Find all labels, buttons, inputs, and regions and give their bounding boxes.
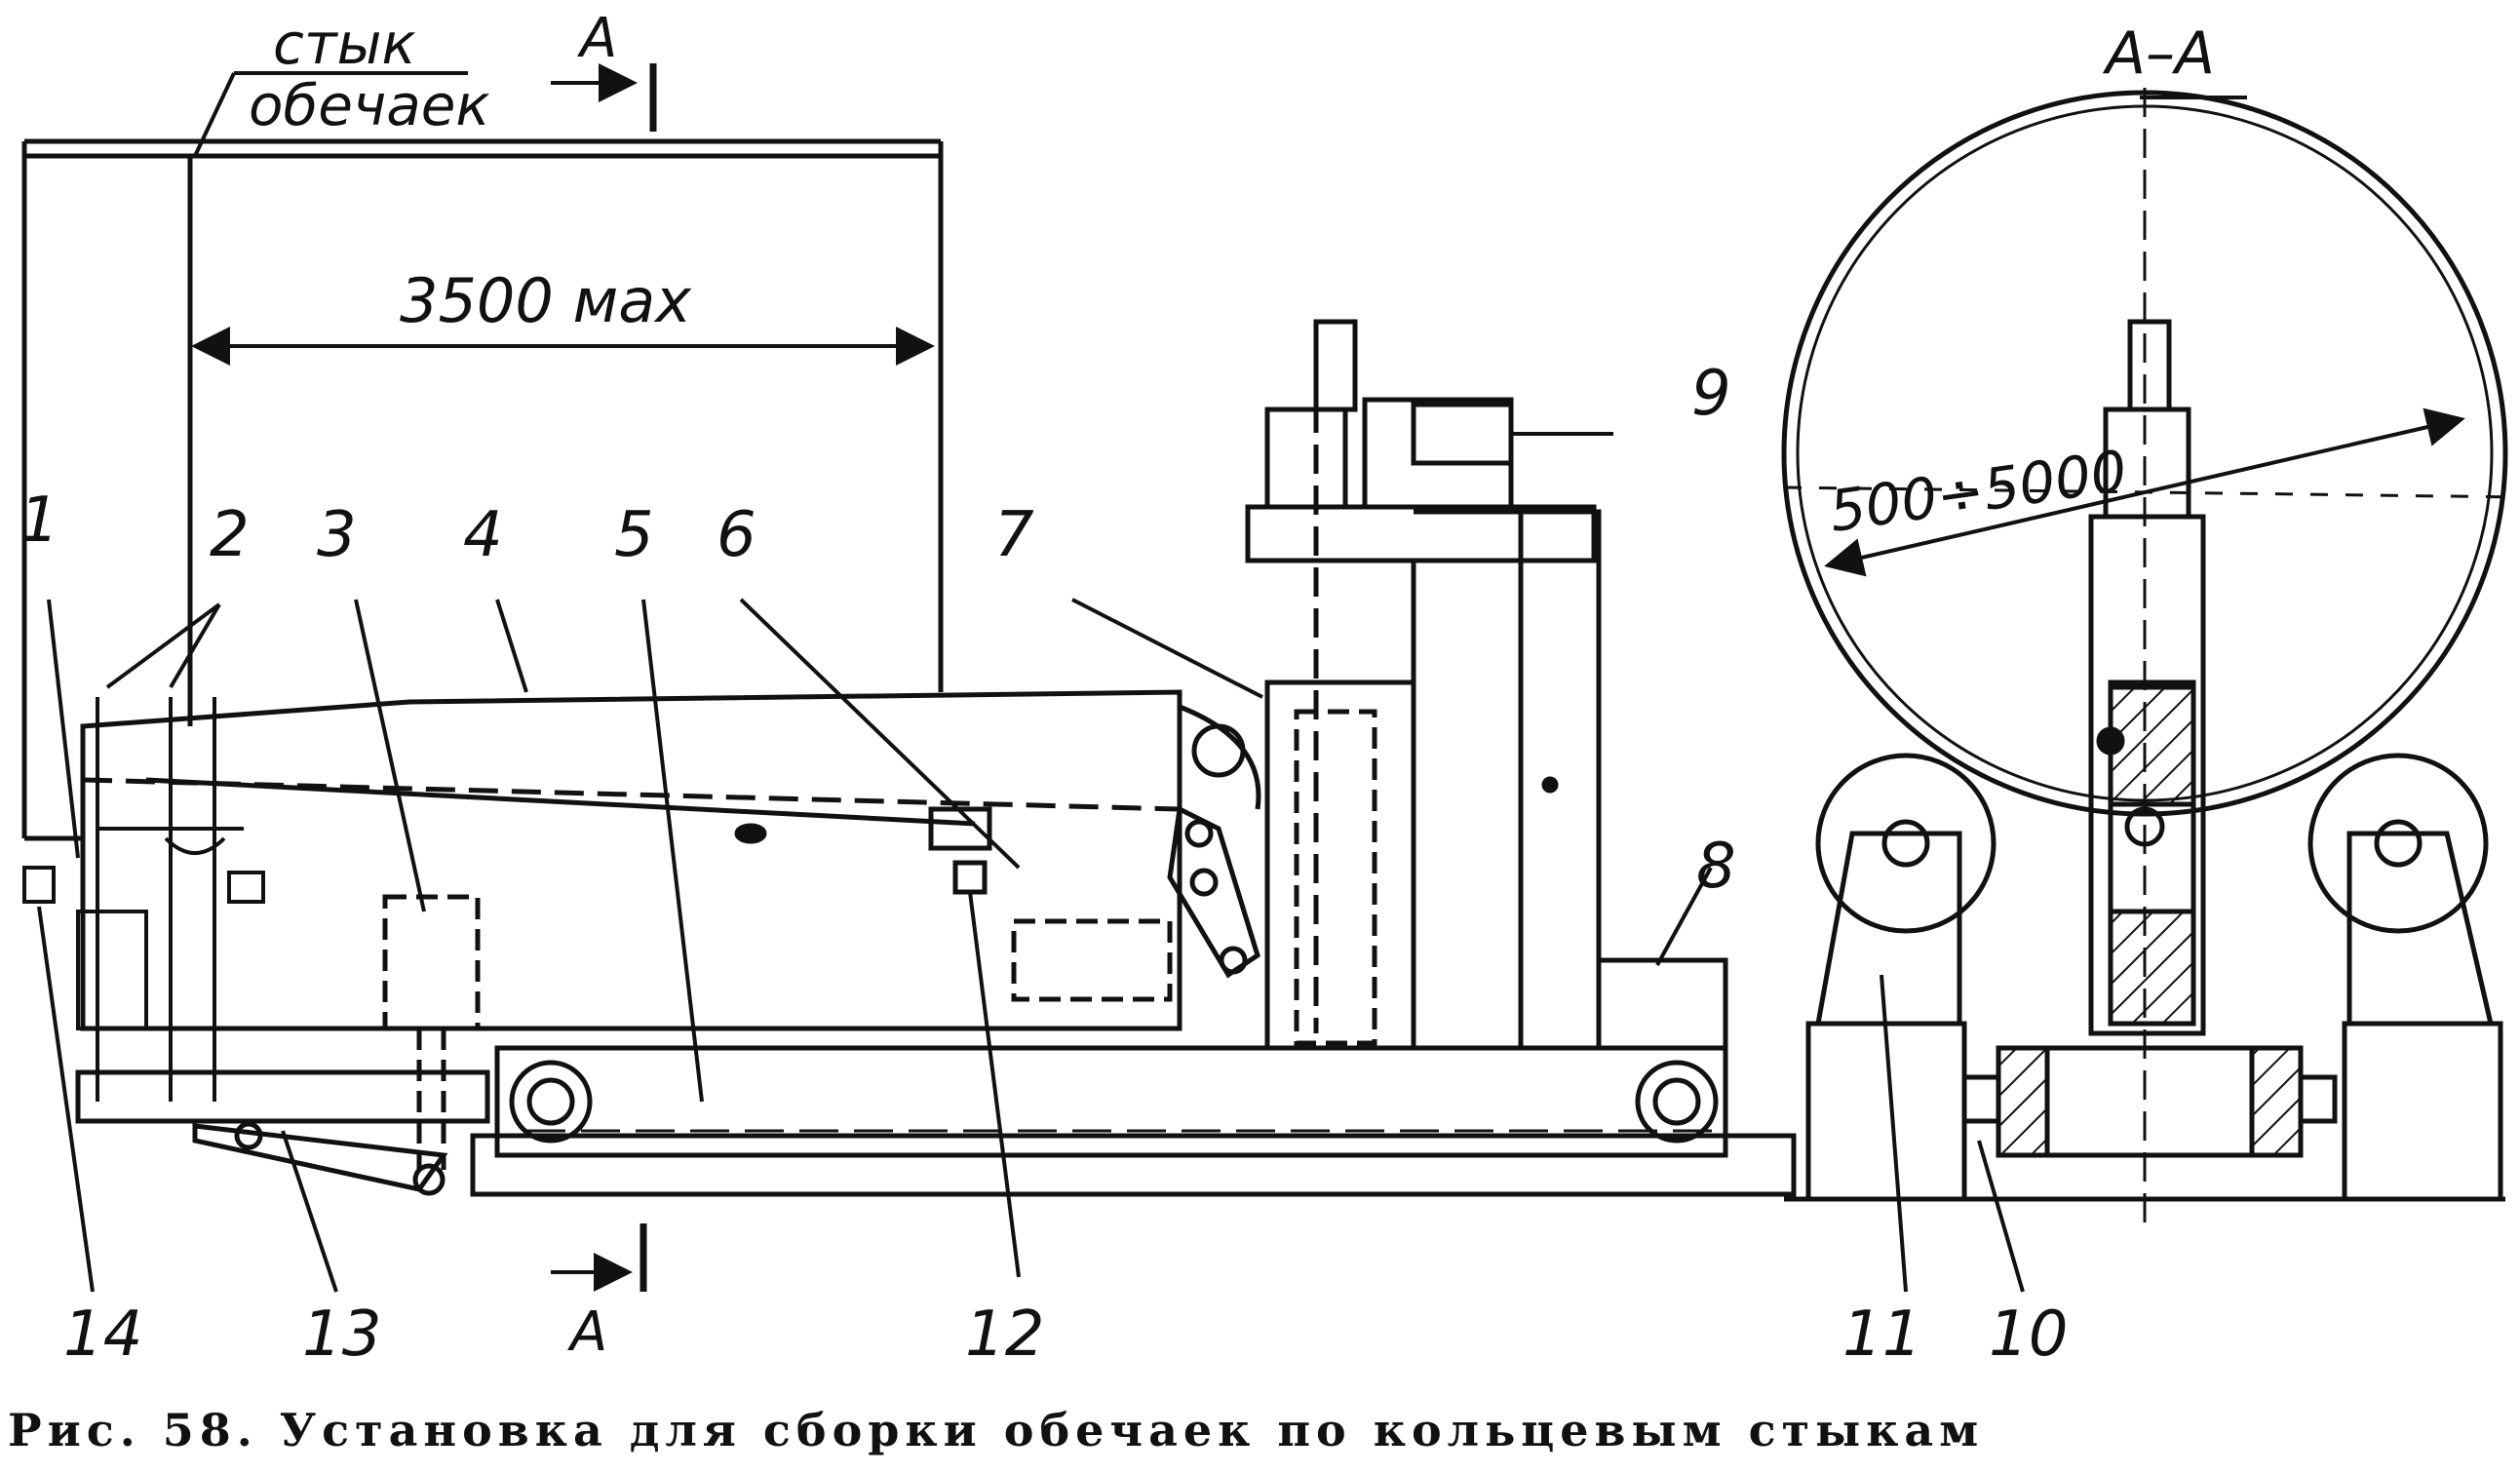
section-view [1781, 88, 2520, 1293]
cylinder [382, 894, 481, 1170]
lever [192, 1121, 448, 1196]
clamp-studs [22, 697, 265, 1102]
joint-label-bottom: обечаек [249, 72, 489, 138]
joint-leader [193, 71, 468, 157]
part-number-1: 1 [19, 485, 59, 557]
clamp-beam [80, 689, 1182, 1031]
side-view [21, 63, 1797, 1293]
section-title: А–А [2102, 19, 2215, 88]
drive-box [1596, 957, 1728, 1051]
part-number-9: 9 [1691, 358, 1731, 430]
part-number-14: 14 [63, 1299, 142, 1371]
leader-lines [37, 432, 1713, 1293]
part-number-10: 10 [1989, 1299, 2068, 1371]
diameter-dimension-label: 500÷5000 [1825, 438, 2130, 545]
part-number-12: 12 [965, 1299, 1044, 1371]
part-number-3: 3 [317, 499, 357, 571]
part-number-6: 6 [717, 499, 756, 571]
part-number-13: 13 [302, 1299, 381, 1371]
joint-label-top: стык [273, 11, 416, 77]
part-number-5: 5 [614, 499, 654, 571]
drive-block [928, 704, 1261, 1002]
shell-outline [21, 138, 944, 841]
base-frame [75, 1045, 1797, 1197]
part-number-2: 2 [210, 499, 250, 571]
part-number-8: 8 [1696, 831, 1736, 903]
section-mark-top [551, 63, 657, 132]
part-number-7: 7 [994, 499, 1034, 571]
column [1245, 319, 1602, 1051]
roller-left [1805, 753, 1997, 1202]
part-number-4: 4 [463, 499, 503, 571]
part-number-11: 11 [1842, 1299, 1921, 1371]
text-labels: стык обечаек А А А–А 3500 мах 500÷5000 1… [19, 7, 2215, 1371]
section-mark-label-top: А [577, 7, 617, 70]
figure-caption: Рис. 58. Установка для сборки обечаек по… [8, 1404, 1985, 1456]
length-dimension-label: 3500 мах [400, 265, 692, 336]
section-mark-bottom [551, 1223, 647, 1292]
section-mark-label-bottom: А [567, 1300, 607, 1364]
roller-right [2307, 753, 2503, 1202]
